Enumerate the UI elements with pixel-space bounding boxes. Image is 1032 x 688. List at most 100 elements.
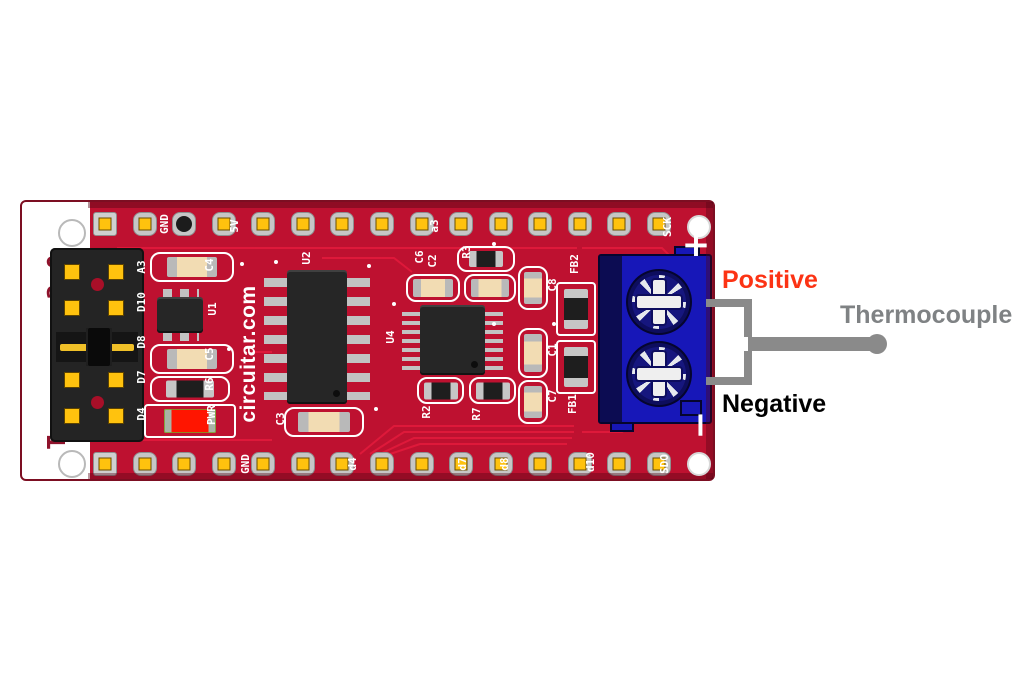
ref-d7: D7: [135, 370, 148, 384]
pin-pad: [330, 452, 355, 476]
power-led: [144, 404, 236, 438]
pin-label-d4: d4: [346, 457, 359, 471]
capacitor-body: [167, 349, 217, 369]
via-dot: [91, 278, 104, 291]
header-pad: [64, 372, 80, 388]
chip-u2-pins: [347, 278, 370, 400]
ferrite-fb1: [556, 340, 596, 394]
pin-label-sdo-edge: [661, 443, 673, 477]
ref-r7: R7: [470, 407, 483, 421]
capacitor-c5: [150, 344, 234, 374]
ref-u4: U4: [384, 330, 397, 344]
resistor-r2: [417, 377, 464, 404]
ref-u2: U2: [300, 251, 313, 265]
capacitor-c2-body: [464, 274, 516, 302]
header-pad: [108, 408, 124, 424]
ref-r2: R2: [420, 405, 433, 419]
pin-pad: [488, 452, 513, 476]
mounting-hole: [58, 450, 86, 478]
pin-label-a3: a3: [428, 219, 441, 233]
ref-d4: D4: [135, 407, 148, 421]
capacitor-c3: [284, 407, 364, 437]
trace: [369, 431, 574, 455]
pin-pad: [646, 212, 671, 236]
capacitor-body: [298, 412, 350, 432]
pin-pad: [607, 452, 632, 476]
screw-slot: [637, 368, 681, 380]
via-dot: [240, 262, 244, 266]
ref-c2: C2: [426, 254, 439, 268]
resistor-body: [423, 382, 458, 399]
pin-pad: [172, 452, 197, 476]
pin-pad: [211, 212, 236, 236]
capacitor-c6-body: [406, 274, 460, 302]
pin1-dot: [471, 361, 478, 368]
pin-pad: [369, 212, 394, 236]
ref-pwr: PWR: [205, 405, 218, 425]
ref-d10: D10: [135, 292, 148, 312]
resistor-body: [166, 380, 214, 398]
pin-label-5v: 5V: [228, 219, 241, 233]
terminal-tab: [674, 246, 700, 256]
pin-label-d10-bottom: d10: [584, 452, 597, 472]
pin-pad: [251, 452, 276, 476]
terminal-tab: [610, 422, 634, 432]
capacitor-c8: [518, 266, 548, 310]
via-dot: [227, 347, 231, 351]
pin-pad: [449, 452, 474, 476]
minus-polarity-mark: −: [680, 410, 720, 440]
resistor-r6: [150, 376, 230, 402]
trace: [379, 437, 572, 455]
screw-slot: [637, 296, 681, 308]
positive-label: Positive: [722, 266, 818, 294]
pin-label-gnd-bottom: GND: [239, 454, 252, 474]
chip-u1-pins: [163, 333, 199, 341]
via-dot: [367, 264, 371, 268]
mounting-hole: [687, 452, 711, 476]
resistor-body: [469, 251, 503, 267]
pin-pad: [290, 212, 315, 236]
terminal-block: [598, 246, 712, 432]
header-pad: [108, 300, 124, 316]
ref-c3: C3: [274, 412, 287, 426]
ref-fb2: FB2: [568, 254, 581, 274]
pin1-dot: [333, 390, 340, 397]
thermocouple-label: Thermocouple: [840, 301, 1013, 329]
capacitor-c1: [518, 328, 548, 378]
terminal-screw-positive: [628, 271, 690, 333]
pin-pad: [607, 212, 632, 236]
ferrite-body: [564, 347, 588, 387]
header-pad: [64, 264, 80, 280]
header-pad: [108, 264, 124, 280]
pin-label-sck: SCK: [661, 217, 674, 237]
pin-pad: [449, 212, 474, 236]
capacitor-body: [167, 257, 217, 277]
via-dot: [492, 242, 496, 246]
pin-pad: [409, 212, 434, 236]
header-pad: [64, 408, 80, 424]
capacitor-body: [524, 272, 542, 304]
pin-pad: [409, 452, 434, 476]
pin-pad: [567, 452, 592, 476]
ref-c6: C6: [413, 250, 426, 264]
ref-c8: C8: [546, 278, 559, 292]
chip-u2-pins: [264, 278, 287, 400]
chip-u4-pins: [402, 312, 420, 370]
via-dot: [492, 322, 496, 326]
ref-d8: D8: [135, 335, 148, 349]
pin-label-gnd-top: GND: [158, 214, 171, 234]
header-connector: [50, 248, 144, 442]
via-dot: [392, 302, 396, 306]
resistor-r3: [457, 246, 515, 272]
terminal-side: [600, 256, 622, 422]
ref-r3: R3: [460, 245, 473, 259]
ref-fb1: FB1: [566, 394, 579, 414]
pin-pad: [646, 452, 671, 476]
terminal-screw-negative: [628, 343, 690, 405]
pin-pad: [330, 212, 355, 236]
chip-u1: [157, 297, 203, 333]
negative-label: Negative: [722, 390, 827, 418]
pin-pad: [93, 212, 117, 236]
chip-u1-pins: [163, 289, 199, 297]
